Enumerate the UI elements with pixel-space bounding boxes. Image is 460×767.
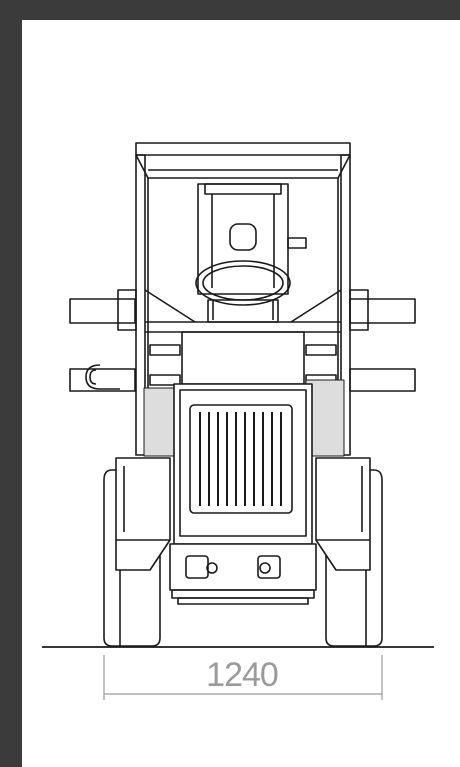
side-arms — [69, 289, 416, 392]
width-dimension-label: 1240 — [206, 655, 279, 694]
cross-frame — [144, 289, 342, 333]
dimension-line — [103, 655, 383, 700]
radiator-grille — [189, 404, 293, 514]
hood — [149, 331, 337, 386]
seat — [197, 183, 307, 295]
lower-chassis — [169, 543, 317, 605]
steering-wheel — [195, 260, 291, 323]
mudguards — [115, 457, 371, 571]
engine-body — [173, 383, 313, 545]
roof-canopy — [135, 142, 351, 179]
